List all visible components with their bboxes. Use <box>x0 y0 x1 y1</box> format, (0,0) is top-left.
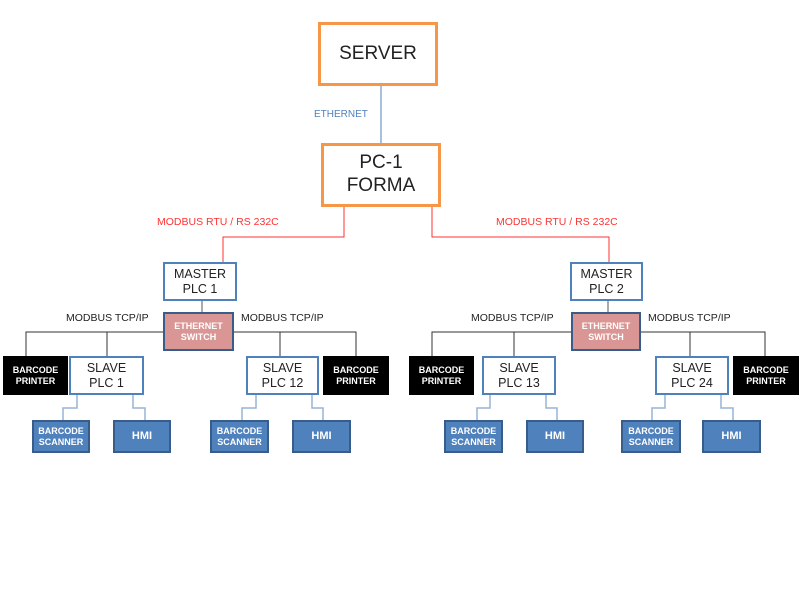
master-label: PLC 1 <box>182 281 218 296</box>
hmi-label: HMI <box>721 429 742 442</box>
tcp-bus-1-right <box>233 331 357 356</box>
tcp-bus-1-left <box>25 331 163 356</box>
master-plc-2: MASTER PLC 2 <box>570 262 643 301</box>
barcode-printer: BARCODE PRINTER <box>409 356 474 395</box>
hmi-label: HMI <box>131 429 153 442</box>
pc-node: PC-1 FORMA <box>321 143 441 207</box>
device-link <box>62 394 78 420</box>
device-link <box>651 394 666 420</box>
master-label: MASTER <box>580 266 633 281</box>
device-link <box>132 394 146 420</box>
slave-label: PLC 12 <box>261 375 304 390</box>
master-label: MASTER <box>173 266 227 281</box>
pc-label-line1: PC-1 <box>359 152 403 174</box>
hmi: HMI <box>292 420 351 453</box>
slave-label: SLAVE <box>499 360 539 375</box>
device-link <box>545 394 558 420</box>
printer-label: BARCODE <box>333 364 379 375</box>
slave-plc: SLAVE PLC 12 <box>246 356 319 395</box>
barcode-printer: BARCODE PRINTER <box>3 356 68 395</box>
rtu-link-right <box>431 207 610 262</box>
rtu-link-left <box>222 207 345 262</box>
scanner-label: SCANNER <box>38 436 84 447</box>
slave-label: SLAVE <box>86 360 127 375</box>
printer-label: PRINTER <box>746 375 786 386</box>
hmi: HMI <box>526 420 584 453</box>
pc-label-line2: FORMA <box>346 175 416 196</box>
barcode-scanner: BARCODE SCANNER <box>32 420 90 453</box>
barcode-printer: BARCODE PRINTER <box>733 356 799 395</box>
hmi-label: HMI <box>311 429 332 442</box>
scanner-label: BARCODE <box>216 425 263 436</box>
printer-label: PRINTER <box>15 375 56 386</box>
slave-label: PLC 1 <box>89 375 124 390</box>
slave-plc: SLAVE PLC 24 <box>655 356 729 395</box>
ethernet-switch-2: ETHERNET SWITCH <box>571 312 641 351</box>
barcode-scanner: BARCODE SCANNER <box>621 420 681 453</box>
switch-label: SWITCH <box>588 331 624 342</box>
scanner-label: SCANNER <box>628 436 674 447</box>
scanner-label: BARCODE <box>628 425 674 436</box>
hmi: HMI <box>113 420 171 453</box>
scanner-label: SCANNER <box>217 436 262 447</box>
switch-label: SWITCH <box>180 331 217 342</box>
scanner-label: SCANNER <box>451 436 496 447</box>
slave-plc: SLAVE PLC 1 <box>69 356 144 395</box>
printer-label: PRINTER <box>421 375 462 386</box>
rtu-label-left: MODBUS RTU / RS 232C <box>157 216 279 228</box>
slave-label: SLAVE <box>672 360 712 375</box>
tcp-label: MODBUS TCP/IP <box>66 312 149 324</box>
server-node: SERVER <box>318 22 438 86</box>
tcp-label: MODBUS TCP/IP <box>648 312 731 324</box>
ethernet-switch-1: ETHERNET SWITCH <box>163 312 234 351</box>
printer-label: BARCODE <box>12 364 59 375</box>
barcode-printer: BARCODE PRINTER <box>323 356 389 395</box>
barcode-scanner: BARCODE SCANNER <box>444 420 503 453</box>
slave-label: SLAVE <box>262 360 303 375</box>
device-link <box>476 394 491 420</box>
tcp-bus-2-left <box>431 331 571 356</box>
switch-label: ETHERNET <box>174 320 223 331</box>
master-plc-1: MASTER PLC 1 <box>163 262 237 301</box>
master-label: PLC 2 <box>589 281 624 296</box>
slave-plc: SLAVE PLC 13 <box>482 356 556 395</box>
slave-label: PLC 24 <box>671 375 713 390</box>
printer-label: BARCODE <box>418 364 465 375</box>
slave-label: PLC 13 <box>498 375 540 390</box>
server-label: SERVER <box>339 42 417 64</box>
rtu-label-right: MODBUS RTU / RS 232C <box>496 216 618 228</box>
device-link <box>720 394 734 420</box>
hmi: HMI <box>702 420 761 453</box>
device-link <box>241 394 257 420</box>
tcp-label: MODBUS TCP/IP <box>471 312 554 324</box>
device-link <box>311 394 324 420</box>
scanner-label: BARCODE <box>38 425 84 436</box>
scanner-label: BARCODE <box>450 425 497 436</box>
tcp-label: MODBUS TCP/IP <box>241 312 324 324</box>
barcode-scanner: BARCODE SCANNER <box>210 420 269 453</box>
tcp-bus-2-right <box>640 331 766 356</box>
hmi-label: HMI <box>544 429 566 442</box>
printer-label: BARCODE <box>743 364 789 375</box>
ethernet-label: ETHERNET <box>314 109 368 120</box>
printer-label: PRINTER <box>336 375 376 386</box>
switch-label: ETHERNET <box>581 320 631 331</box>
